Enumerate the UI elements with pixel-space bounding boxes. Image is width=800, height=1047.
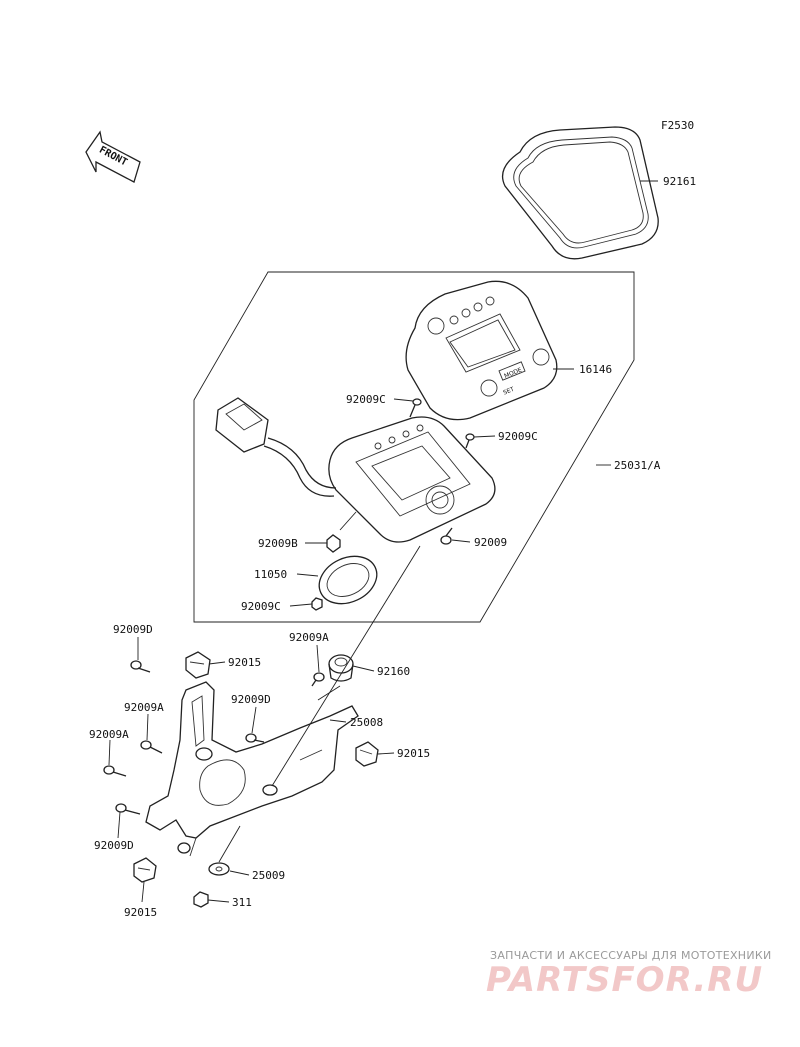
nut-311 bbox=[193, 891, 209, 908]
screw-92009 bbox=[440, 527, 453, 545]
bolt-92009a-left-2 bbox=[103, 765, 127, 777]
label-92015-3: 92015 bbox=[124, 906, 157, 919]
screw-92009b bbox=[326, 534, 341, 553]
label-92009c-2: 92009C bbox=[498, 430, 538, 443]
clip-nut-92015-bottom bbox=[133, 857, 157, 883]
bolt-92009d-top bbox=[130, 660, 151, 673]
meter-case-cover: MODE SET bbox=[405, 280, 558, 421]
clip-nut-92015-top bbox=[185, 651, 211, 679]
label-92009: 92009 bbox=[474, 536, 507, 549]
leader-lines bbox=[108, 180, 658, 903]
label-25031a: 25031/A bbox=[614, 459, 661, 472]
label-92009d-2: 92009D bbox=[231, 693, 271, 706]
bolt-92009d-bottom bbox=[115, 803, 141, 815]
label-25009: 25009 bbox=[252, 869, 285, 882]
grommet-92160 bbox=[328, 654, 354, 682]
watermark-tagline: ЗАПЧАСТИ И АКСЕССУАРЫ ДЛЯ МОТОТЕХНИКИ bbox=[490, 949, 772, 962]
label-92009a-3: 92009A bbox=[89, 728, 129, 741]
set-button-label: SET bbox=[502, 386, 515, 397]
figure-code: F2530 bbox=[661, 119, 694, 132]
screw-92009c-right bbox=[465, 433, 475, 449]
label-311: 311 bbox=[232, 896, 252, 909]
label-92161: 92161 bbox=[663, 175, 696, 188]
bolt-92009a-left-1 bbox=[140, 740, 163, 754]
label-16146: 16146 bbox=[579, 363, 612, 376]
meter-bracket-25008 bbox=[145, 681, 359, 857]
label-92009c-3: 92009C bbox=[241, 600, 281, 613]
label-92015-2: 92015 bbox=[397, 747, 430, 760]
label-25008: 25008 bbox=[350, 716, 383, 729]
meter-body bbox=[215, 397, 496, 543]
washer-25009 bbox=[208, 862, 230, 876]
bolt-92009d-mid bbox=[245, 733, 265, 743]
mode-button-label: MODE bbox=[503, 367, 523, 380]
watermark-logo: PARTSFOR.RU bbox=[486, 960, 764, 1000]
front-arrow-icon: FRONT bbox=[85, 130, 141, 183]
clip-nut-92015-right bbox=[355, 741, 379, 767]
screw-92009c-top bbox=[409, 398, 422, 418]
label-92009a-2: 92009A bbox=[124, 701, 164, 714]
label-92009d-1: 92009D bbox=[113, 623, 153, 636]
bolt-92009a-mid bbox=[311, 672, 325, 687]
label-92009c-1: 92009C bbox=[346, 393, 386, 406]
screw-92009c-bottom bbox=[311, 597, 323, 611]
label-92009b: 92009B bbox=[258, 537, 298, 550]
label-92009a-1: 92009A bbox=[289, 631, 329, 644]
label-11050: 11050 bbox=[254, 568, 287, 581]
label-92015-1: 92015 bbox=[228, 656, 261, 669]
meter-cover-gasket bbox=[501, 126, 659, 260]
label-92009d-3: 92009D bbox=[94, 839, 134, 852]
label-92160: 92160 bbox=[377, 665, 410, 678]
rubber-ring-11050 bbox=[318, 555, 378, 605]
assembly-boundary bbox=[193, 271, 635, 623]
